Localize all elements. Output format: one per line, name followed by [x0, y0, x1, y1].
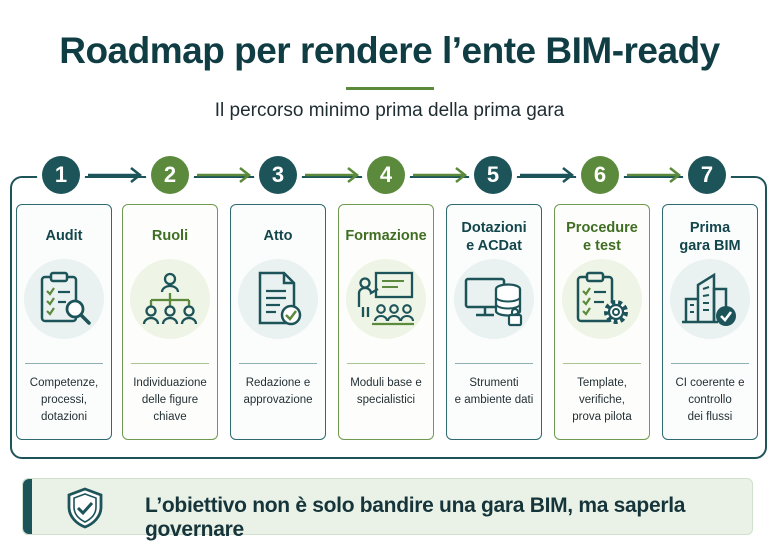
step-title-line: Prima [689, 220, 731, 236]
goal-banner: L’obiettivo non è solo bandire una gara … [22, 478, 753, 541]
step-card-ruoli: Ruoli Individuazione delle figure chiave [122, 204, 218, 440]
step-card-formazione: Formazione Moduli base e specialistici [338, 204, 434, 440]
step-description-line: Individuazione [133, 377, 207, 389]
building-check-icon [682, 272, 736, 326]
step-card-dotazioni: Dotazioni e ACDat Strumenti e ambiente d… [446, 204, 542, 440]
arrow-6-7-icon [627, 167, 682, 183]
step-title: Ruoli [151, 228, 189, 244]
step-title-line: Dotazioni [461, 220, 527, 236]
clipboard-search-icon [40, 271, 91, 325]
arrow-5-6-icon [520, 167, 575, 183]
step-card-procedure: Procedure e test Template, verifiche, pr… [554, 204, 650, 440]
step-description-line: delle figure [141, 394, 199, 406]
arrow-3-4-icon [305, 167, 360, 183]
banner-accent [23, 479, 32, 534]
step-description-line: e ambiente dati [454, 394, 534, 406]
step-title-line: Procedure [566, 220, 638, 236]
step-description-line: CI coerente e [675, 377, 745, 389]
step-3-number: 3 [259, 156, 297, 194]
step-description-line: Strumenti [469, 377, 519, 389]
monitor-database-icon [464, 277, 523, 327]
title-divider [346, 87, 434, 90]
document-check-icon [258, 271, 302, 326]
step-1-number: 1 [42, 156, 80, 194]
step-5-number: 5 [474, 156, 512, 194]
step-description-line: chiave [153, 411, 187, 423]
step-description-line: dei flussi [687, 411, 733, 423]
page-subtitle: Il percorso minimo prima della prima gar… [214, 100, 565, 121]
step-title-line: e test [583, 238, 621, 254]
checklist-gear-icon [576, 271, 628, 324]
step-7-number: 7 [688, 156, 726, 194]
step-description-line: specialistici [356, 394, 416, 406]
page-title: Roadmap per rendere l’ente BIM-ready [59, 30, 720, 71]
goal-text: L’obiettivo non è solo bandire una gara … [145, 494, 686, 541]
step-title: Audit [45, 228, 83, 244]
step-description-line: Template, [577, 377, 627, 389]
shield-check-icon [67, 487, 103, 529]
classroom-icon [357, 271, 415, 326]
step-4-number: 4 [367, 156, 405, 194]
step-description-line: dotazioni [40, 411, 88, 423]
step-description-line: Moduli base e [350, 377, 422, 389]
step-description-line: controllo [688, 394, 732, 406]
step-description-line: prova pilota [572, 411, 632, 423]
arrow-2-3-icon [197, 167, 252, 183]
step-title-line: e ACDat [466, 238, 522, 254]
step-6-number: 6 [581, 156, 619, 194]
step-card-audit: Audit Competenze, processi, dotazioni [16, 204, 112, 440]
step-description-line: Competenze, [29, 377, 99, 389]
arrow-4-5-icon [413, 167, 468, 183]
step-title: Formazione [345, 228, 427, 244]
step-description-line: Redazione e [245, 377, 311, 389]
step-2-number: 2 [151, 156, 189, 194]
step-description-line: verifiche, [578, 394, 626, 406]
step-description-line: processi, [40, 394, 88, 406]
org-chart-icon [142, 272, 198, 325]
step-title: Atto [263, 228, 293, 244]
arrow-1-2-icon [88, 167, 143, 183]
step-card-atto: Atto Redazione e approvazione [230, 204, 326, 440]
step-card-prima-gara: Prima gara BIM CI coerente e controllo d… [662, 204, 758, 440]
step-description-line: approvazione [243, 394, 313, 406]
step-title-line: gara BIM [679, 238, 741, 254]
